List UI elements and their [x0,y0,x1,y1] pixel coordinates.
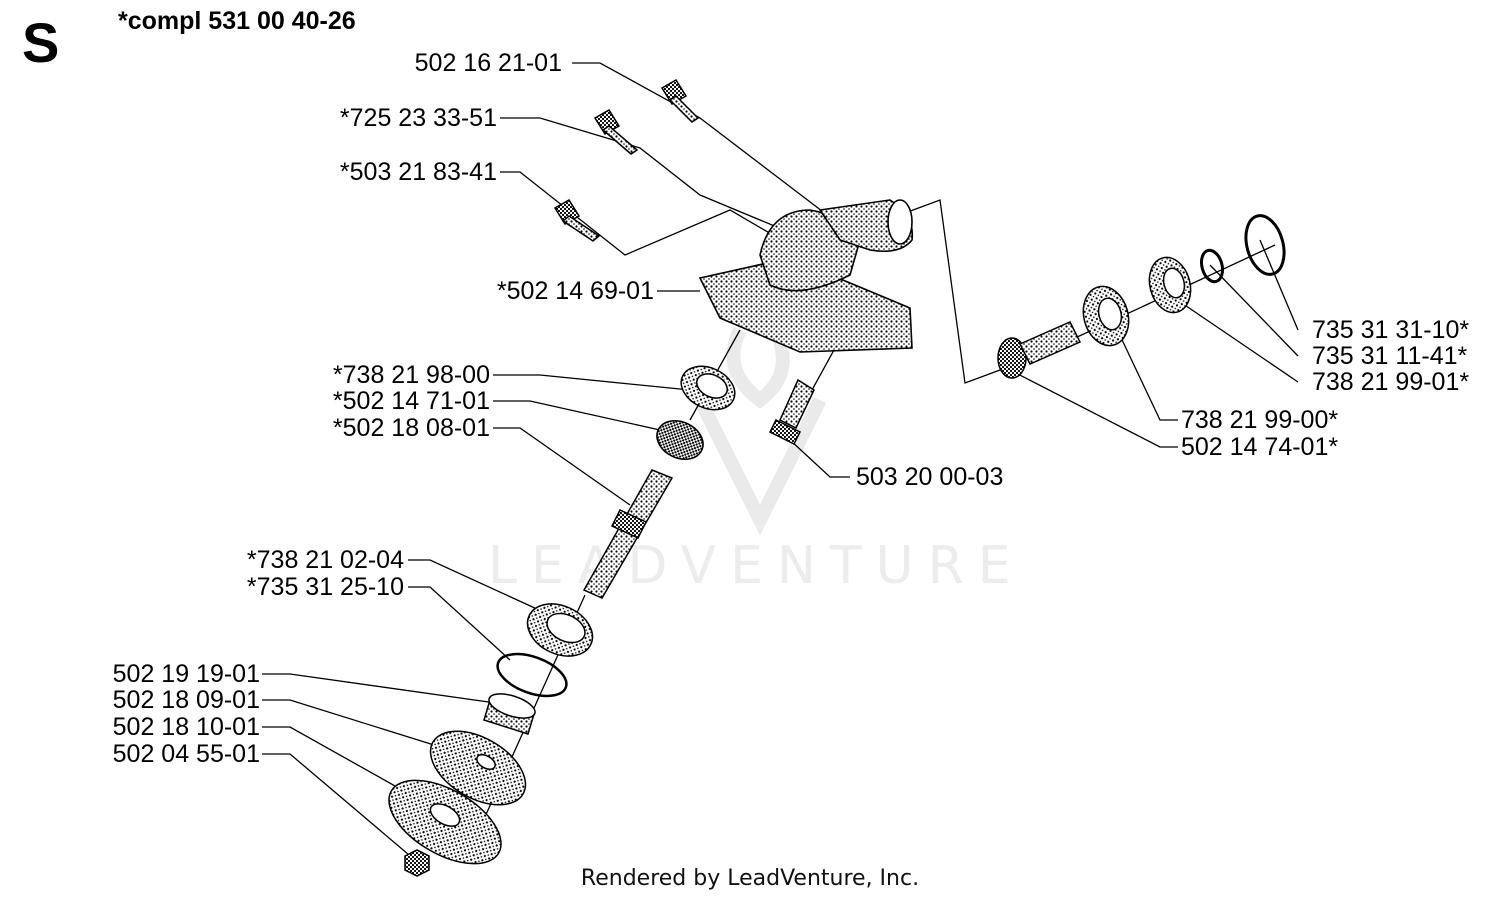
part-label[interactable]: *503 21 83-41 [339,158,497,186]
shaft-502-18-08-01 [582,469,674,599]
part-label[interactable]: 735 31 11-41* [1312,342,1468,370]
part-label[interactable]: 502 18 10-01 [112,713,260,741]
bearing-738-21-99-01 [1148,256,1192,314]
circlip-735-31-25-10 [496,652,568,698]
watermark-text: LEADVENTURE [488,536,1025,596]
ring-735-31-11-41 [1199,248,1225,284]
part-label[interactable]: 735 31 31-10* [1312,316,1470,344]
bearing-738-21-98-00 [680,365,736,411]
part-label[interactable]: *502 14 71-01 [332,387,490,415]
leader-lines [262,62,1299,861]
part-label[interactable]: 502 14 74-01* [1181,433,1339,461]
bolt-503-20-00-03 [768,378,815,446]
gear-housing [698,199,914,353]
bearing-738-21-02-04 [526,603,594,657]
bushing-502-19-19-01 [483,693,536,735]
part-label[interactable]: *502 14 69-01 [496,277,654,305]
part-label[interactable]: *502 18 08-01 [332,414,490,442]
part-label[interactable]: 502 04 55-01 [112,740,260,768]
part-label[interactable]: *735 31 25-10 [246,573,404,601]
washer-502-18-09-01 [429,730,527,806]
part-label[interactable]: 738 21 99-01* [1312,368,1470,396]
pinion-502-14-74-01 [997,321,1082,379]
part-label[interactable]: 502 18 09-01 [112,686,260,714]
part-label[interactable]: *738 21 02-04 [246,546,404,574]
part-label[interactable]: *725 23 33-51 [339,104,497,132]
part-label[interactable]: 503 20 00-03 [856,463,1004,491]
bearing-738-21-99-00 [1082,285,1130,347]
cup-502-18-10-01 [388,779,502,865]
screw-502-16-21-01 [660,78,700,123]
circlip-735-31-31-10 [1244,214,1286,276]
gear-502-14-71-01 [656,420,704,460]
assembly-number: *compl 531 00 40-26 [118,7,356,35]
screw-725-23-33-51 [593,108,639,155]
nut-502-04-55-01 [404,849,430,877]
render-credit: Rendered by LeadVenture, Inc. [580,866,920,891]
part-label[interactable]: 502 16 21-01 [414,49,562,77]
part-label[interactable]: *738 21 98-00 [332,361,490,389]
watermark-logo [693,316,827,536]
section-letter: S [22,11,60,74]
part-label[interactable]: 738 21 99-00* [1181,406,1339,434]
part-label[interactable]: 502 19 19-01 [112,660,260,688]
screw-503-21-83-41 [553,198,601,242]
